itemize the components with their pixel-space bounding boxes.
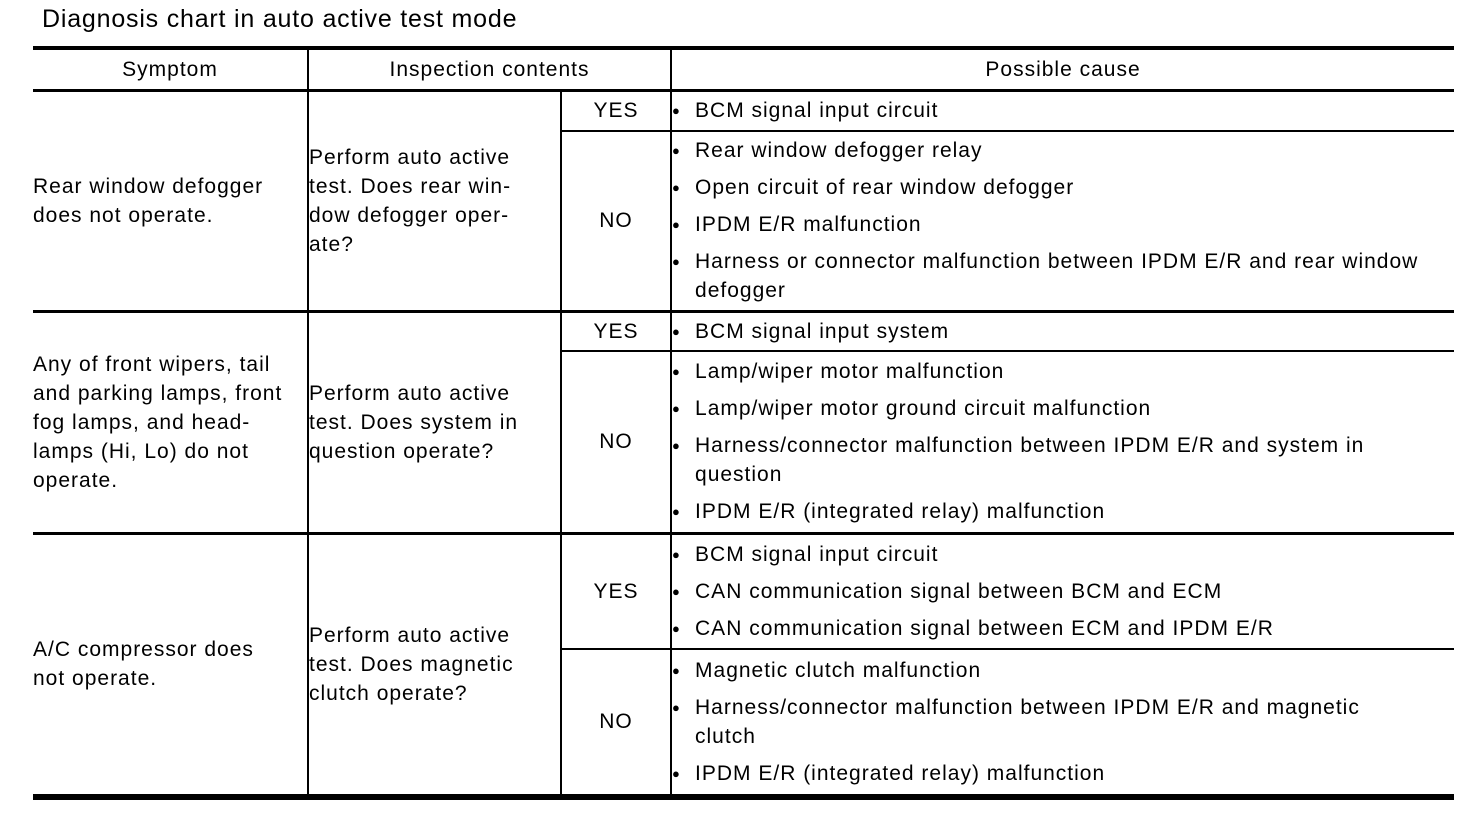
causes-list: ● BCM signal input circuit ● CAN communicat…: [672, 540, 1454, 643]
cause-text: Rear window defogger relay: [695, 139, 983, 163]
answer-cell: YES: [561, 90, 673, 132]
bullet-icon: ●: [672, 504, 680, 520]
cause-text: CAN communication signal between ECM and…: [695, 616, 1274, 640]
causes-cell: ● Magnetic clutch malfunction ● Harness/con…: [671, 648, 1455, 798]
causes-list: ● BCM signal input system: [672, 317, 1454, 346]
bullet-icon: ●: [672, 546, 680, 562]
bullet-icon: ●: [672, 180, 680, 196]
bullet-icon: ●: [672, 765, 680, 781]
bullet-icon: ●: [672, 103, 680, 119]
cause-text: Lamp/wiper motor ground circuit malfunct…: [695, 397, 1152, 421]
cause-item: ● Lamp/wiper motor ground circuit malfunc…: [672, 394, 1454, 423]
section-1-no-row: NO● Rear window defogger relay ● Open circu…: [33, 130, 1455, 313]
inspection-cell: Perform auto active test. Does system in…: [308, 311, 562, 535]
answer-cell: YES: [561, 311, 673, 352]
table-body: Rear window defogger does not operate.Pe…: [33, 90, 1455, 798]
column-header-possible-cause: Possible cause: [671, 48, 1455, 92]
cause-item: ● CAN communication signal between ECM an…: [672, 614, 1454, 643]
symptom-cell: Rear window defogger does not operate.: [33, 90, 309, 313]
causes-cell: ● Lamp/wiper motor malfunction ● Lamp/wiper…: [671, 350, 1455, 535]
bullet-icon: ●: [672, 438, 680, 454]
bullet-icon: ●: [672, 254, 680, 270]
cause-text: CAN communication signal between BCM and…: [695, 579, 1223, 603]
bullet-icon: ●: [672, 583, 680, 599]
inspection-cell: Perform auto active test. Does magnetic …: [308, 533, 562, 798]
bullet-icon: ●: [672, 401, 680, 417]
bullet-icon: ●: [672, 364, 680, 380]
section-2-yes-row: Any of front wipers, tail and parking la…: [33, 311, 1455, 535]
answer-cell: NO: [561, 130, 673, 313]
cause-item: ● IPDM E/R (integrated relay) malfunction: [672, 759, 1454, 788]
cause-item: ● BCM signal input circuit: [672, 96, 1454, 125]
cause-text: IPDM E/R (integrated relay) malfunction: [695, 500, 1106, 524]
symptom-cell: Any of front wipers, tail and parking la…: [33, 311, 309, 535]
cause-item: ● Harness/connector malfunction between I…: [672, 431, 1454, 489]
column-header-inspection-contents: Inspection contents: [308, 48, 673, 92]
section-3-yes-row: A/C compressor does not operate.Perform …: [33, 533, 1455, 798]
cause-text: BCM signal input system: [695, 319, 950, 343]
answer-cell: YES: [561, 533, 673, 650]
column-header-symptom: Symptom: [33, 48, 309, 92]
cause-item: ● Harness or connector malfunction betwee…: [672, 247, 1454, 305]
cause-text: Open circuit of rear window defogger: [695, 176, 1075, 200]
cause-text: Lamp/wiper motor malfunction: [695, 360, 1005, 384]
cause-item: ● CAN communication signal between BCM an…: [672, 577, 1454, 606]
cause-item: ● BCM signal input system: [672, 317, 1454, 346]
cause-item: ● BCM signal input circuit: [672, 540, 1454, 569]
bullet-icon: ●: [672, 662, 680, 678]
cause-text: Magnetic clutch malfunction: [695, 658, 982, 682]
causes-list: ● Lamp/wiper motor malfunction ● Lamp/wiper…: [672, 357, 1454, 526]
causes-list: ● BCM signal input circuit: [672, 96, 1454, 125]
cause-item: ● Open circuit of rear window defogger: [672, 173, 1454, 202]
cause-text: Harness or connector malfunction between…: [695, 250, 1419, 303]
table-header-row: Symptom Inspection contents Possible cau…: [33, 48, 1455, 92]
causes-cell: ● BCM signal input circuit ● CAN communicat…: [671, 533, 1455, 650]
cause-item: ● IPDM E/R (integrated relay) malfunction: [672, 497, 1454, 526]
answer-cell: NO: [561, 648, 673, 798]
section-3-no-row: NO● Magnetic clutch malfunction ● Harness/c…: [33, 648, 1455, 798]
page-title: Diagnosis chart in auto active test mode: [42, 5, 518, 33]
diagnosis-table: Symptom Inspection contents Possible cau…: [33, 46, 1455, 800]
causes-list: ● Magnetic clutch malfunction ● Harness/con…: [672, 656, 1454, 788]
cause-item: ● Magnetic clutch malfunction: [672, 656, 1454, 685]
cause-item: ● Harness/connector malfunction between I…: [672, 693, 1454, 751]
causes-cell: ● Rear window defogger relay ● Open circuit…: [671, 130, 1455, 313]
cause-text: Harness/connector malfunction between IP…: [695, 434, 1365, 487]
answer-cell: NO: [561, 350, 673, 535]
cause-text: IPDM E/R malfunction: [695, 213, 922, 237]
cause-item: ● Rear window defogger relay: [672, 136, 1454, 165]
section-1-yes-row: Rear window defogger does not operate.Pe…: [33, 90, 1455, 313]
inspection-cell: Perform auto active test. Does rear win-…: [308, 90, 562, 313]
cause-text: BCM signal input circuit: [695, 99, 939, 123]
symptom-cell: A/C compressor does not operate.: [33, 533, 309, 798]
cause-text: Harness/connector malfunction between IP…: [695, 695, 1360, 748]
cause-text: IPDM E/R (integrated relay) malfunction: [695, 761, 1106, 785]
bullet-icon: ●: [672, 217, 680, 233]
bullet-icon: ●: [672, 699, 680, 715]
bullet-icon: ●: [672, 620, 680, 636]
cause-text: BCM signal input circuit: [695, 542, 939, 566]
bullet-icon: ●: [672, 323, 680, 339]
cause-item: ● Lamp/wiper motor malfunction: [672, 357, 1454, 386]
cause-item: ● IPDM E/R malfunction: [672, 210, 1454, 239]
section-2-no-row: NO● Lamp/wiper motor malfunction ● Lamp/wip…: [33, 350, 1455, 535]
bullet-icon: ●: [672, 143, 680, 159]
causes-cell: ● BCM signal input circuit: [671, 90, 1455, 132]
causes-cell: ● BCM signal input system: [671, 311, 1455, 352]
causes-list: ● Rear window defogger relay ● Open circuit…: [672, 136, 1454, 305]
